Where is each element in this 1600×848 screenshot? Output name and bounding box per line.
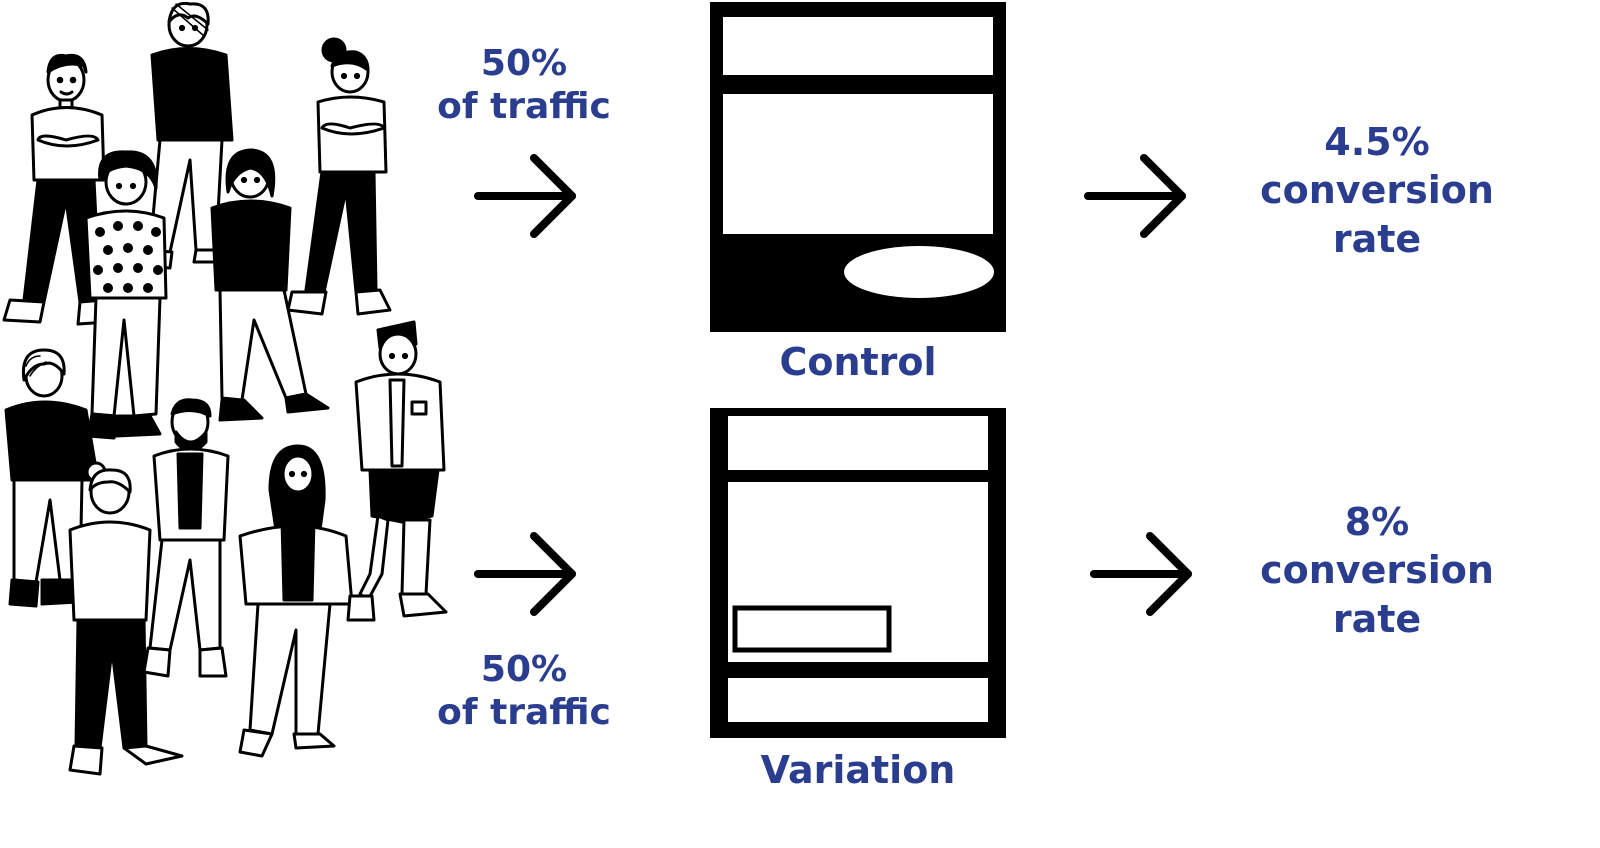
arrow-right-icon bbox=[474, 154, 576, 238]
person-icon bbox=[4, 348, 100, 608]
variation-result: 8% conversion rate bbox=[1242, 498, 1512, 643]
variation-result-line2: rate bbox=[1332, 596, 1422, 641]
variation-label: Variation bbox=[760, 748, 956, 792]
arrow-right-icon bbox=[474, 532, 576, 616]
person-icon bbox=[238, 444, 354, 758]
person-icon bbox=[346, 320, 448, 622]
variation-cta-button bbox=[732, 605, 892, 653]
variation-result-value: 8% bbox=[1344, 500, 1410, 544]
bottom-traffic-percent: 50% bbox=[480, 649, 568, 690]
control-result-line1: conversion bbox=[1260, 168, 1494, 213]
person-icon bbox=[210, 148, 330, 422]
control-result: 4.5% conversion rate bbox=[1242, 118, 1512, 263]
control-header-block bbox=[723, 17, 993, 75]
variation-header-block bbox=[728, 416, 988, 470]
arrow-right-icon bbox=[1084, 154, 1186, 238]
arrow-right-icon bbox=[1090, 532, 1192, 616]
control-result-line2: rate bbox=[1332, 216, 1422, 261]
bottom-traffic-label: 50% of traffic bbox=[414, 648, 634, 734]
variation-page-wireframe bbox=[710, 408, 1006, 738]
top-traffic-percent: 50% bbox=[480, 43, 568, 84]
control-label: Control bbox=[779, 340, 937, 384]
top-traffic-label: 50% of traffic bbox=[414, 42, 634, 128]
top-traffic-text: of traffic bbox=[437, 86, 611, 128]
control-result-value: 4.5% bbox=[1324, 120, 1430, 164]
person-icon bbox=[2, 53, 110, 326]
bottom-traffic-text: of traffic bbox=[437, 692, 611, 734]
crowd-illustration bbox=[2, 1, 448, 776]
person-icon bbox=[142, 398, 230, 678]
variation-result-line1: conversion bbox=[1260, 548, 1494, 593]
variation-footer-block bbox=[728, 678, 988, 722]
control-page-wireframe bbox=[710, 2, 1006, 332]
person-icon bbox=[68, 461, 184, 776]
control-content-block bbox=[723, 94, 993, 234]
control-cta-button bbox=[844, 246, 994, 298]
person-icon bbox=[286, 37, 392, 316]
